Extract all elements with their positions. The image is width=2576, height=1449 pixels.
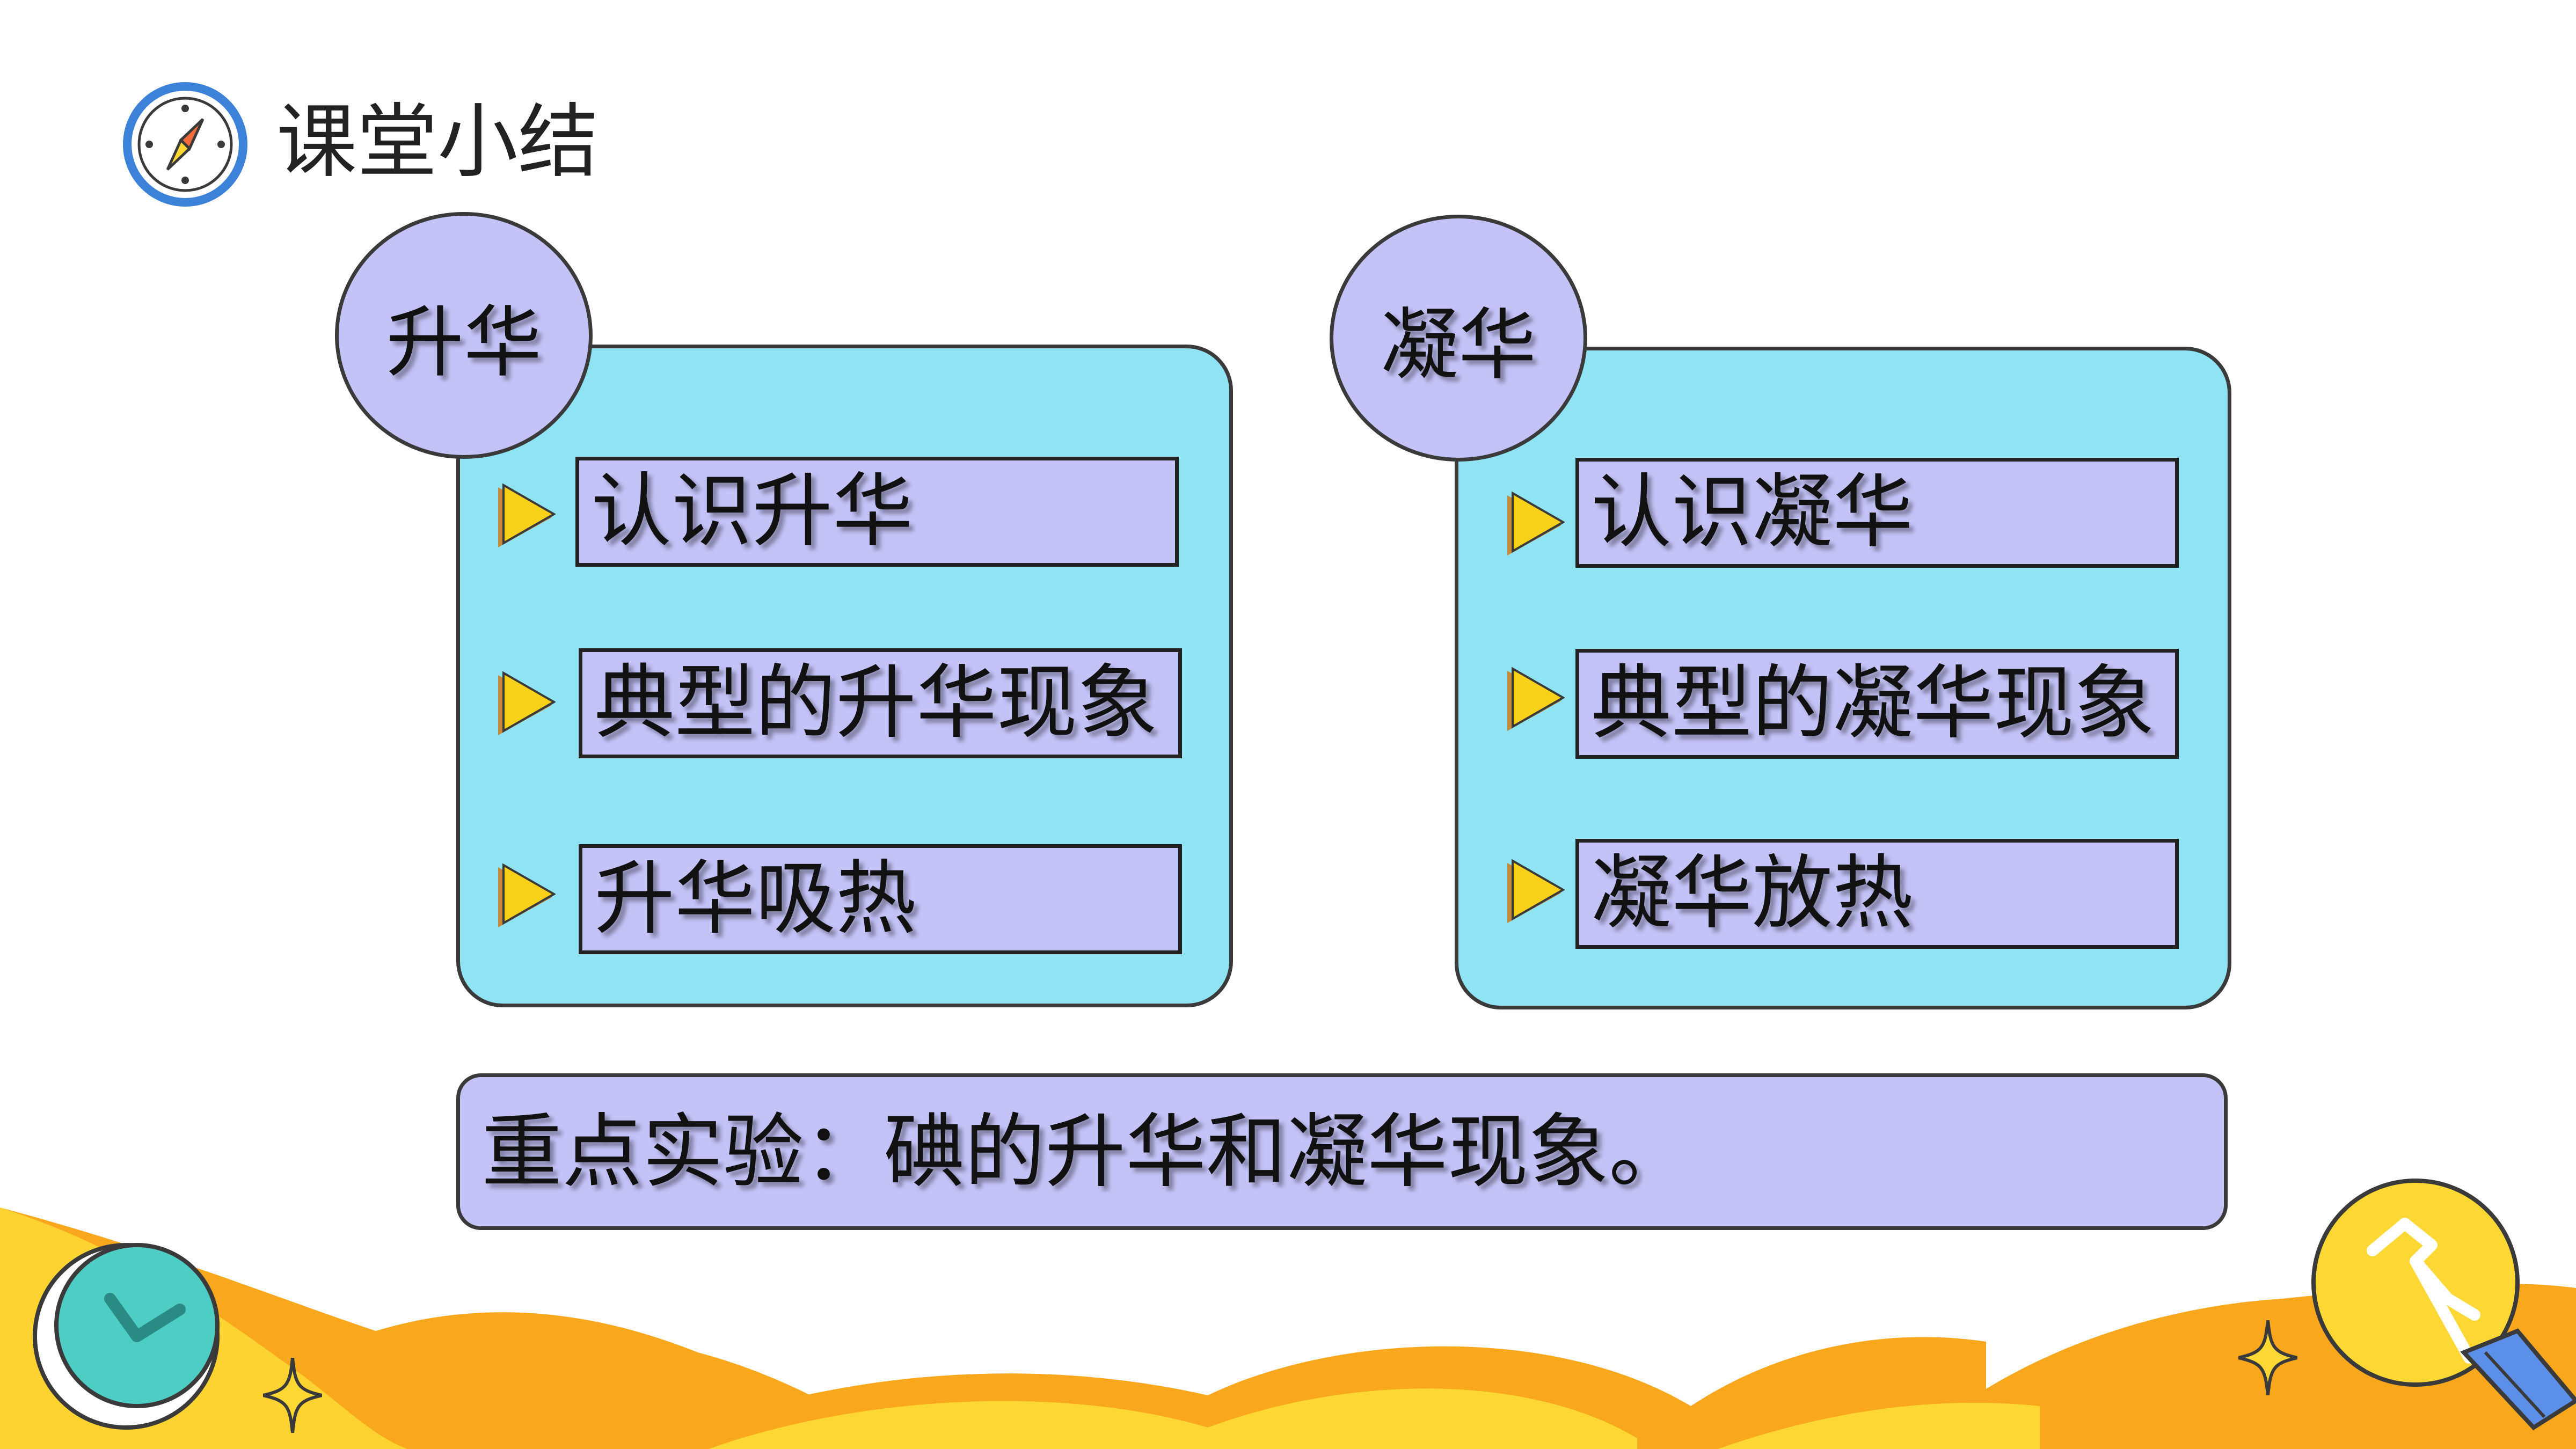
triangle-bullet-icon [1507,491,1565,555]
left-panel-heading: 升华 [335,212,593,459]
triangle-bullet-icon [1507,859,1565,923]
page-title: 课堂小结 [276,96,599,189]
right-list-item: 认识凝华 [1575,458,2179,568]
triangle-bullet-icon [1507,667,1565,731]
triangle-bullet-icon [498,863,556,927]
compass-icon [123,82,247,207]
right-panel-heading: 凝华 [1330,215,1587,462]
triangle-bullet-icon [498,671,556,735]
right-list-item: 凝华放热 [1575,839,2179,949]
sparkle-icon [2238,1320,2297,1395]
clock-icon [33,1243,220,1430]
key-experiment-box: 重点实验：碘的升华和凝华现象。 [456,1073,2228,1230]
left-list-item: 认识升华 [575,457,1179,567]
triangle-bullet-icon [498,483,556,547]
left-list-item: 典型的升华现象 [579,648,1182,758]
right-list-item: 典型的凝华现象 [1575,649,2179,759]
sparkle-icon [263,1358,322,1433]
left-list-item: 升华吸热 [579,844,1182,954]
lightbulb-icon [2311,1179,2576,1431]
